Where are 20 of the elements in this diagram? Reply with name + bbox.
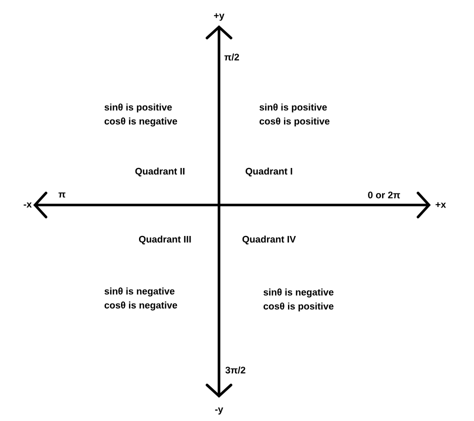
- quadrant-label: Quadrant III: [139, 236, 191, 244]
- quadrant-label: Quadrant II: [135, 168, 184, 176]
- sign-note: cosθ is positive: [260, 118, 330, 126]
- sign-note: sinθ is positive: [104, 104, 172, 112]
- angle-label: π/2: [224, 53, 240, 61]
- quadrant-label: Quadrant I: [246, 168, 292, 176]
- sign-note: sinθ is negative: [104, 288, 174, 296]
- sign-note: sinθ is negative: [264, 288, 334, 298]
- sign-note: cosθ is negative: [104, 302, 178, 310]
- sign-note: cosθ is positive: [264, 302, 334, 312]
- angle-label: 3π/2: [225, 366, 246, 374]
- sign-note: cosθ is negative: [104, 118, 178, 126]
- axis-label: +x: [436, 202, 446, 208]
- axis-label: -x: [24, 202, 32, 208]
- angle-label: 0 or 2π: [368, 192, 400, 198]
- quadrant-label: Quadrant IV: [242, 236, 296, 244]
- sign-note: sinθ is positive: [260, 104, 327, 112]
- axis-label: -y: [215, 408, 224, 414]
- angle-label: π: [58, 192, 66, 198]
- axis-label: +y: [214, 13, 224, 21]
